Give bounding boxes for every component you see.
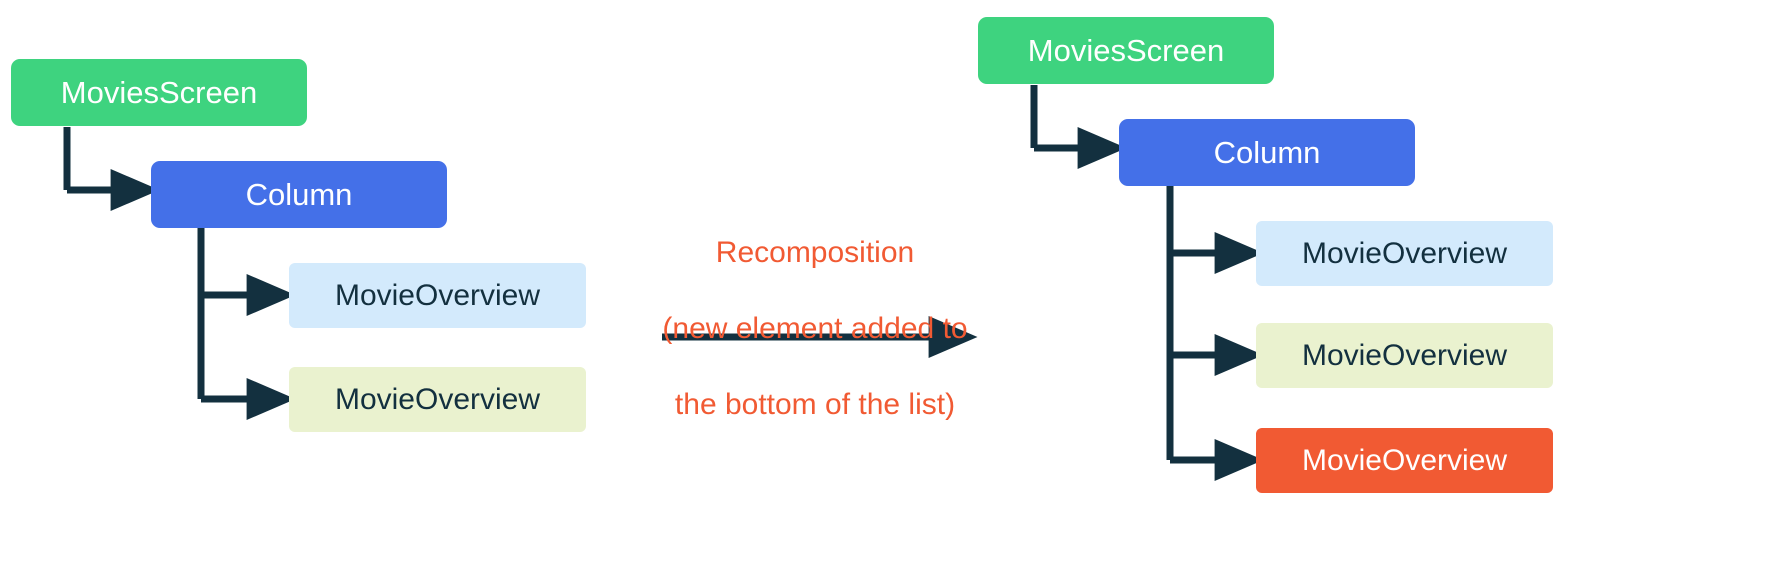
after-node-movie-overview-1[interactable]: MovieOverview bbox=[1256, 221, 1553, 286]
left-edge-screen-to-column bbox=[63, 127, 160, 211]
right-edge-column-to-children bbox=[1166, 186, 1264, 481]
after-node-movie-overview-2[interactable]: MovieOverview bbox=[1256, 323, 1553, 388]
before-node-movie-overview-1[interactable]: MovieOverview bbox=[289, 263, 586, 328]
left-edge-column-to-children bbox=[197, 228, 296, 420]
before-node-movie-overview-2[interactable]: MovieOverview bbox=[289, 367, 586, 432]
before-node-column[interactable]: Column bbox=[151, 161, 447, 228]
caption-line-1: Recomposition bbox=[715, 236, 915, 269]
recomposition-caption: Recomposition (new element added to the … bbox=[620, 196, 1010, 462]
before-node-movies-screen[interactable]: MoviesScreen bbox=[11, 59, 307, 126]
caption-line-2: (new element added to bbox=[662, 312, 968, 345]
after-node-column[interactable]: Column bbox=[1119, 119, 1415, 186]
caption-line-3: the bottom of the list) bbox=[674, 388, 956, 421]
after-node-movie-overview-3[interactable]: MovieOverview bbox=[1256, 428, 1553, 493]
right-edge-screen-to-column bbox=[1030, 85, 1127, 169]
after-node-movies-screen[interactable]: MoviesScreen bbox=[978, 17, 1274, 84]
